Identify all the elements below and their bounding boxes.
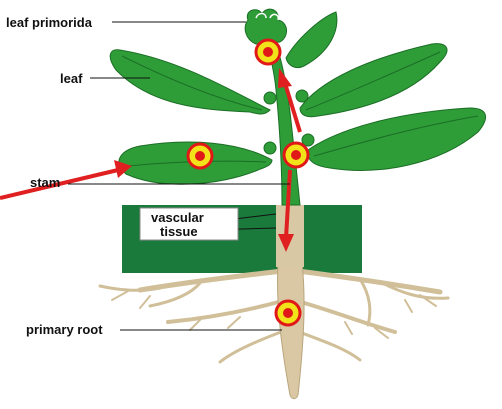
leaf-right-upper xyxy=(300,44,447,117)
label-stem: stam xyxy=(30,175,60,190)
meristem-marker-left-leaf xyxy=(188,144,212,168)
label-leaf-primordia: leaf primorida xyxy=(6,15,93,30)
label-leaf: leaf xyxy=(60,71,83,86)
meristem-marker-apex xyxy=(256,40,280,64)
leaf-right-lower xyxy=(308,108,486,170)
label-tissue: tissue xyxy=(160,224,198,239)
label-primary-root: primary root xyxy=(26,322,103,337)
leaf-upper-right xyxy=(286,12,337,68)
leaf-left-upper xyxy=(110,50,270,114)
meristem-marker-root xyxy=(276,301,300,325)
main-stem xyxy=(266,45,300,205)
arrow-into-stem xyxy=(0,160,132,198)
root-system xyxy=(100,270,448,362)
label-vascular: vascular xyxy=(151,210,204,225)
meristem-marker-node xyxy=(284,143,308,167)
